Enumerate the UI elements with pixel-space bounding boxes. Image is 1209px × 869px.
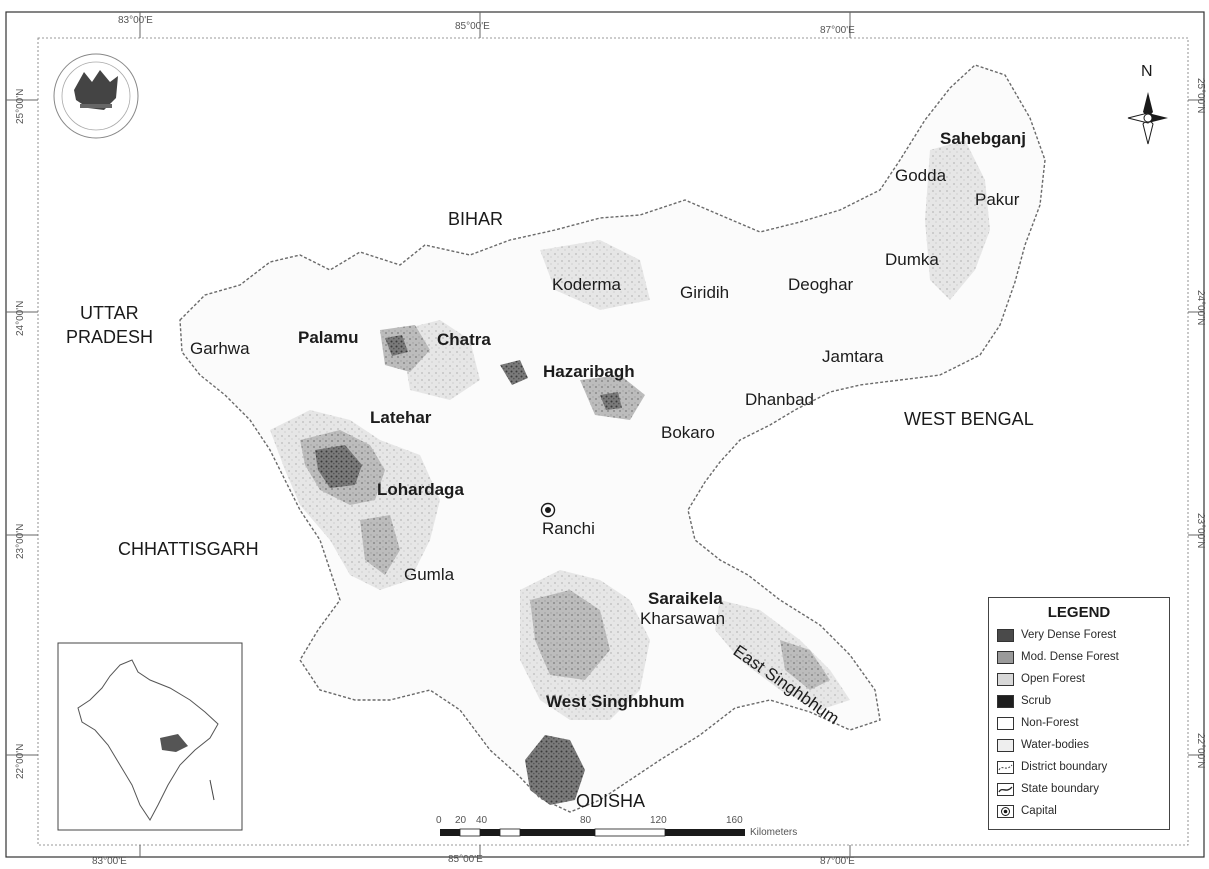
graticule-bottom-label: 87°00'E [820, 856, 855, 867]
graticule-top-label: 83°00'E [118, 15, 153, 26]
legend-item: Mod. Dense Forest [997, 650, 1167, 666]
district-boundary-symbol [998, 764, 1013, 771]
map-legend: LEGEND Very Dense Forest Mod. Dense Fore… [988, 597, 1170, 830]
legend-swatch [997, 739, 1014, 752]
district-label-ranchi: Ranchi [542, 519, 595, 538]
legend-swatch [997, 673, 1014, 686]
legend-item: Non-Forest [997, 716, 1167, 732]
graticule-left-label: 24°00'N [15, 300, 26, 336]
north-arrow-icon [1127, 92, 1168, 145]
legend-item-label: Capital [1021, 805, 1057, 817]
district-label-godda: Godda [895, 166, 947, 185]
district-label-koderma: Koderma [552, 275, 621, 294]
north-label: N [1141, 63, 1153, 80]
district-label-dumka: Dumka [885, 250, 939, 269]
state-label-bihar: BIHAR [448, 209, 504, 229]
legend-item-label: Open Forest [1021, 673, 1085, 685]
legend-item: Water-bodies [997, 738, 1167, 754]
capital-marker [540, 502, 556, 518]
legend-item-label: Scrub [1021, 695, 1052, 707]
legend-swatch [997, 695, 1014, 708]
legend-swatch [997, 761, 1014, 774]
legend-swatch [997, 651, 1014, 664]
india-inset-map [57, 642, 243, 831]
scale-tick-label: 120 [650, 815, 667, 826]
scale-tick-label: 0 [436, 815, 442, 826]
district-label-saraikela: Saraikela [648, 589, 723, 608]
graticule-right-label: 24°00'N [1195, 290, 1206, 326]
district-label-chatra: Chatra [437, 330, 491, 349]
graticule-top-label: 87°00'E [820, 25, 855, 36]
legend-item: Capital [997, 804, 1167, 820]
map-inner-frame [37, 37, 1189, 846]
district-label-sahebganj: Sahebganj [940, 129, 1026, 148]
fsi-logo-seal [53, 53, 139, 139]
legend-item-label: Water-bodies [1021, 739, 1089, 751]
legend-swatch [997, 805, 1014, 818]
graticule-bottom-label: 85°00'E [448, 854, 483, 865]
graticule-left-label: 23°00'N [15, 523, 26, 559]
legend-swatch [997, 717, 1014, 730]
legend-item-label: Mod. Dense Forest [1021, 651, 1119, 663]
district-label-dhanbad: Dhanbad [745, 390, 815, 409]
district-label-deoghar: Deoghar [788, 275, 854, 294]
graticule-top-label: 85°00'E [455, 21, 490, 32]
district-label-hazaribagh: Hazaribagh [543, 362, 635, 381]
scale-tick-label: 20 [455, 815, 467, 826]
capital-icon [1001, 807, 1010, 816]
legend-item-label: State boundary [1021, 783, 1100, 795]
legend-item-label: Very Dense Forest [1021, 629, 1117, 641]
district-label-jamtara: Jamtara [822, 347, 884, 366]
district-label-latehar: Latehar [370, 408, 432, 427]
graticule-right-label: 22°00'N [1195, 733, 1206, 769]
graticule-left-label: 22°00'N [15, 743, 26, 779]
state-label-west-bengal: WEST BENGAL [904, 409, 1034, 429]
legend-swatch [997, 783, 1014, 796]
graticule-right-label: 25°00'N [1195, 78, 1206, 114]
district-label-garhwa: Garhwa [190, 339, 250, 358]
legend-swatch [997, 629, 1014, 642]
scale-bar [440, 828, 745, 837]
legend-item: Open Forest [997, 672, 1167, 688]
district-label-bokaro: Bokaro [661, 423, 715, 442]
legend-item-label: Non-Forest [1021, 717, 1079, 729]
graticule-bottom-label: 83°00'E [92, 856, 127, 867]
legend-title: LEGEND [1047, 604, 1111, 621]
legend-item: State boundary [997, 782, 1167, 798]
state-label-odisha: ODISHA [576, 791, 646, 811]
scale-unit-label: Kilometers [750, 827, 798, 838]
district-label-lohardaga: Lohardaga [377, 480, 464, 499]
district-label-palamu: Palamu [298, 328, 359, 347]
legend-item-label: District boundary [1021, 761, 1108, 773]
scale-tick-label: 80 [580, 815, 592, 826]
district-label-kharsawan: Kharsawan [640, 609, 726, 628]
very-dense-forest-patches [315, 335, 622, 805]
district-label-giridih: Giridih [680, 283, 730, 302]
graticule-right-label: 23°00'N [1195, 513, 1206, 549]
map-outer-frame [5, 11, 1205, 858]
legend-item: Very Dense Forest [997, 628, 1167, 644]
graticule-left-label: 25°00'N [15, 88, 26, 124]
state-label-chhattisgarh: CHHATTISGARH [118, 539, 259, 559]
district-label-pakur: Pakur [975, 190, 1020, 209]
scale-tick-label: 40 [476, 815, 488, 826]
state-boundary-symbol [998, 786, 1013, 793]
graticule-ticks [6, 12, 1204, 857]
legend-item: District boundary [997, 760, 1167, 776]
state-label-uttar-pradesh: UTTAR [80, 303, 139, 323]
district-label-gumla: Gumla [404, 565, 455, 584]
district-label-west-singhbhum: West Singhbhum [546, 692, 685, 711]
jharkhand-state-outline [179, 64, 1046, 813]
state-label-uttar-pradesh: PRADESH [66, 327, 154, 347]
scale-tick-label: 160 [726, 815, 743, 826]
legend-item: Scrub [997, 694, 1167, 710]
